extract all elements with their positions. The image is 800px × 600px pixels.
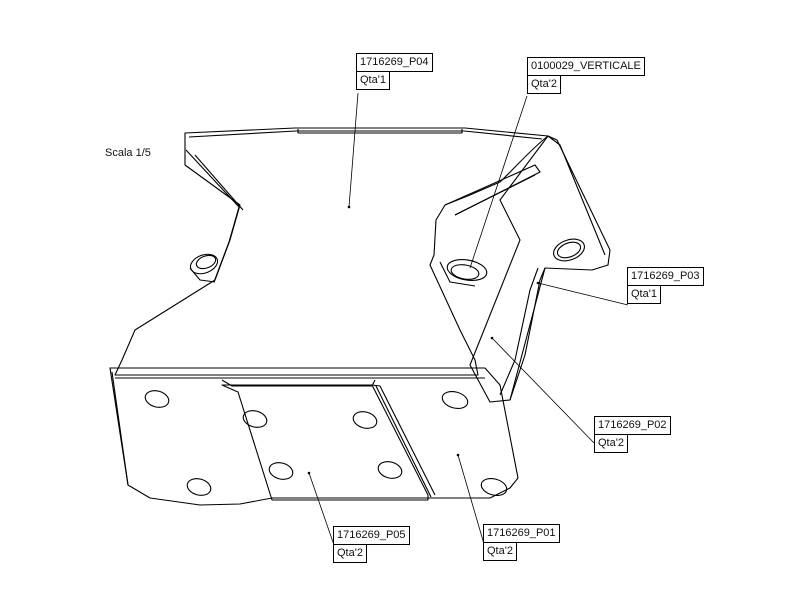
callout-qty: Qta'2: [527, 76, 561, 94]
callout-qty: Qta'2: [483, 543, 517, 561]
callout-p05: 1716269_P05 Qta'2: [333, 526, 410, 563]
base-flange: [109, 367, 519, 506]
callout-qty: Qta'2: [594, 435, 628, 453]
callout-p01: 1716269_P01 Qta'2: [483, 524, 560, 561]
callout-p03: 1716269_P03 Qta'1: [627, 267, 704, 304]
callout-verticale: 0100029_VERTICALE Qta'2: [527, 57, 645, 94]
center-plate: [221, 384, 429, 501]
callout-qty: Qta'1: [356, 72, 390, 90]
scale-label: Scala 1/5: [105, 147, 151, 159]
callout-code: 0100029_VERTICALE: [527, 57, 645, 76]
callout-code: 1716269_P05: [333, 526, 410, 545]
top-plate: [114, 127, 549, 376]
callout-code: 1716269_P02: [594, 416, 671, 435]
callout-p04: 1716269_P04 Qta'1: [356, 53, 433, 90]
callout-qty: Qta'2: [333, 545, 367, 563]
callout-p02: 1716269_P02 Qta'2: [594, 416, 671, 453]
callout-qty: Qta'1: [627, 286, 661, 304]
callout-code: 1716269_P04: [356, 53, 433, 72]
callout-code: 1716269_P03: [627, 267, 704, 286]
side-plate: [469, 135, 611, 403]
callout-code: 1716269_P01: [483, 524, 560, 543]
